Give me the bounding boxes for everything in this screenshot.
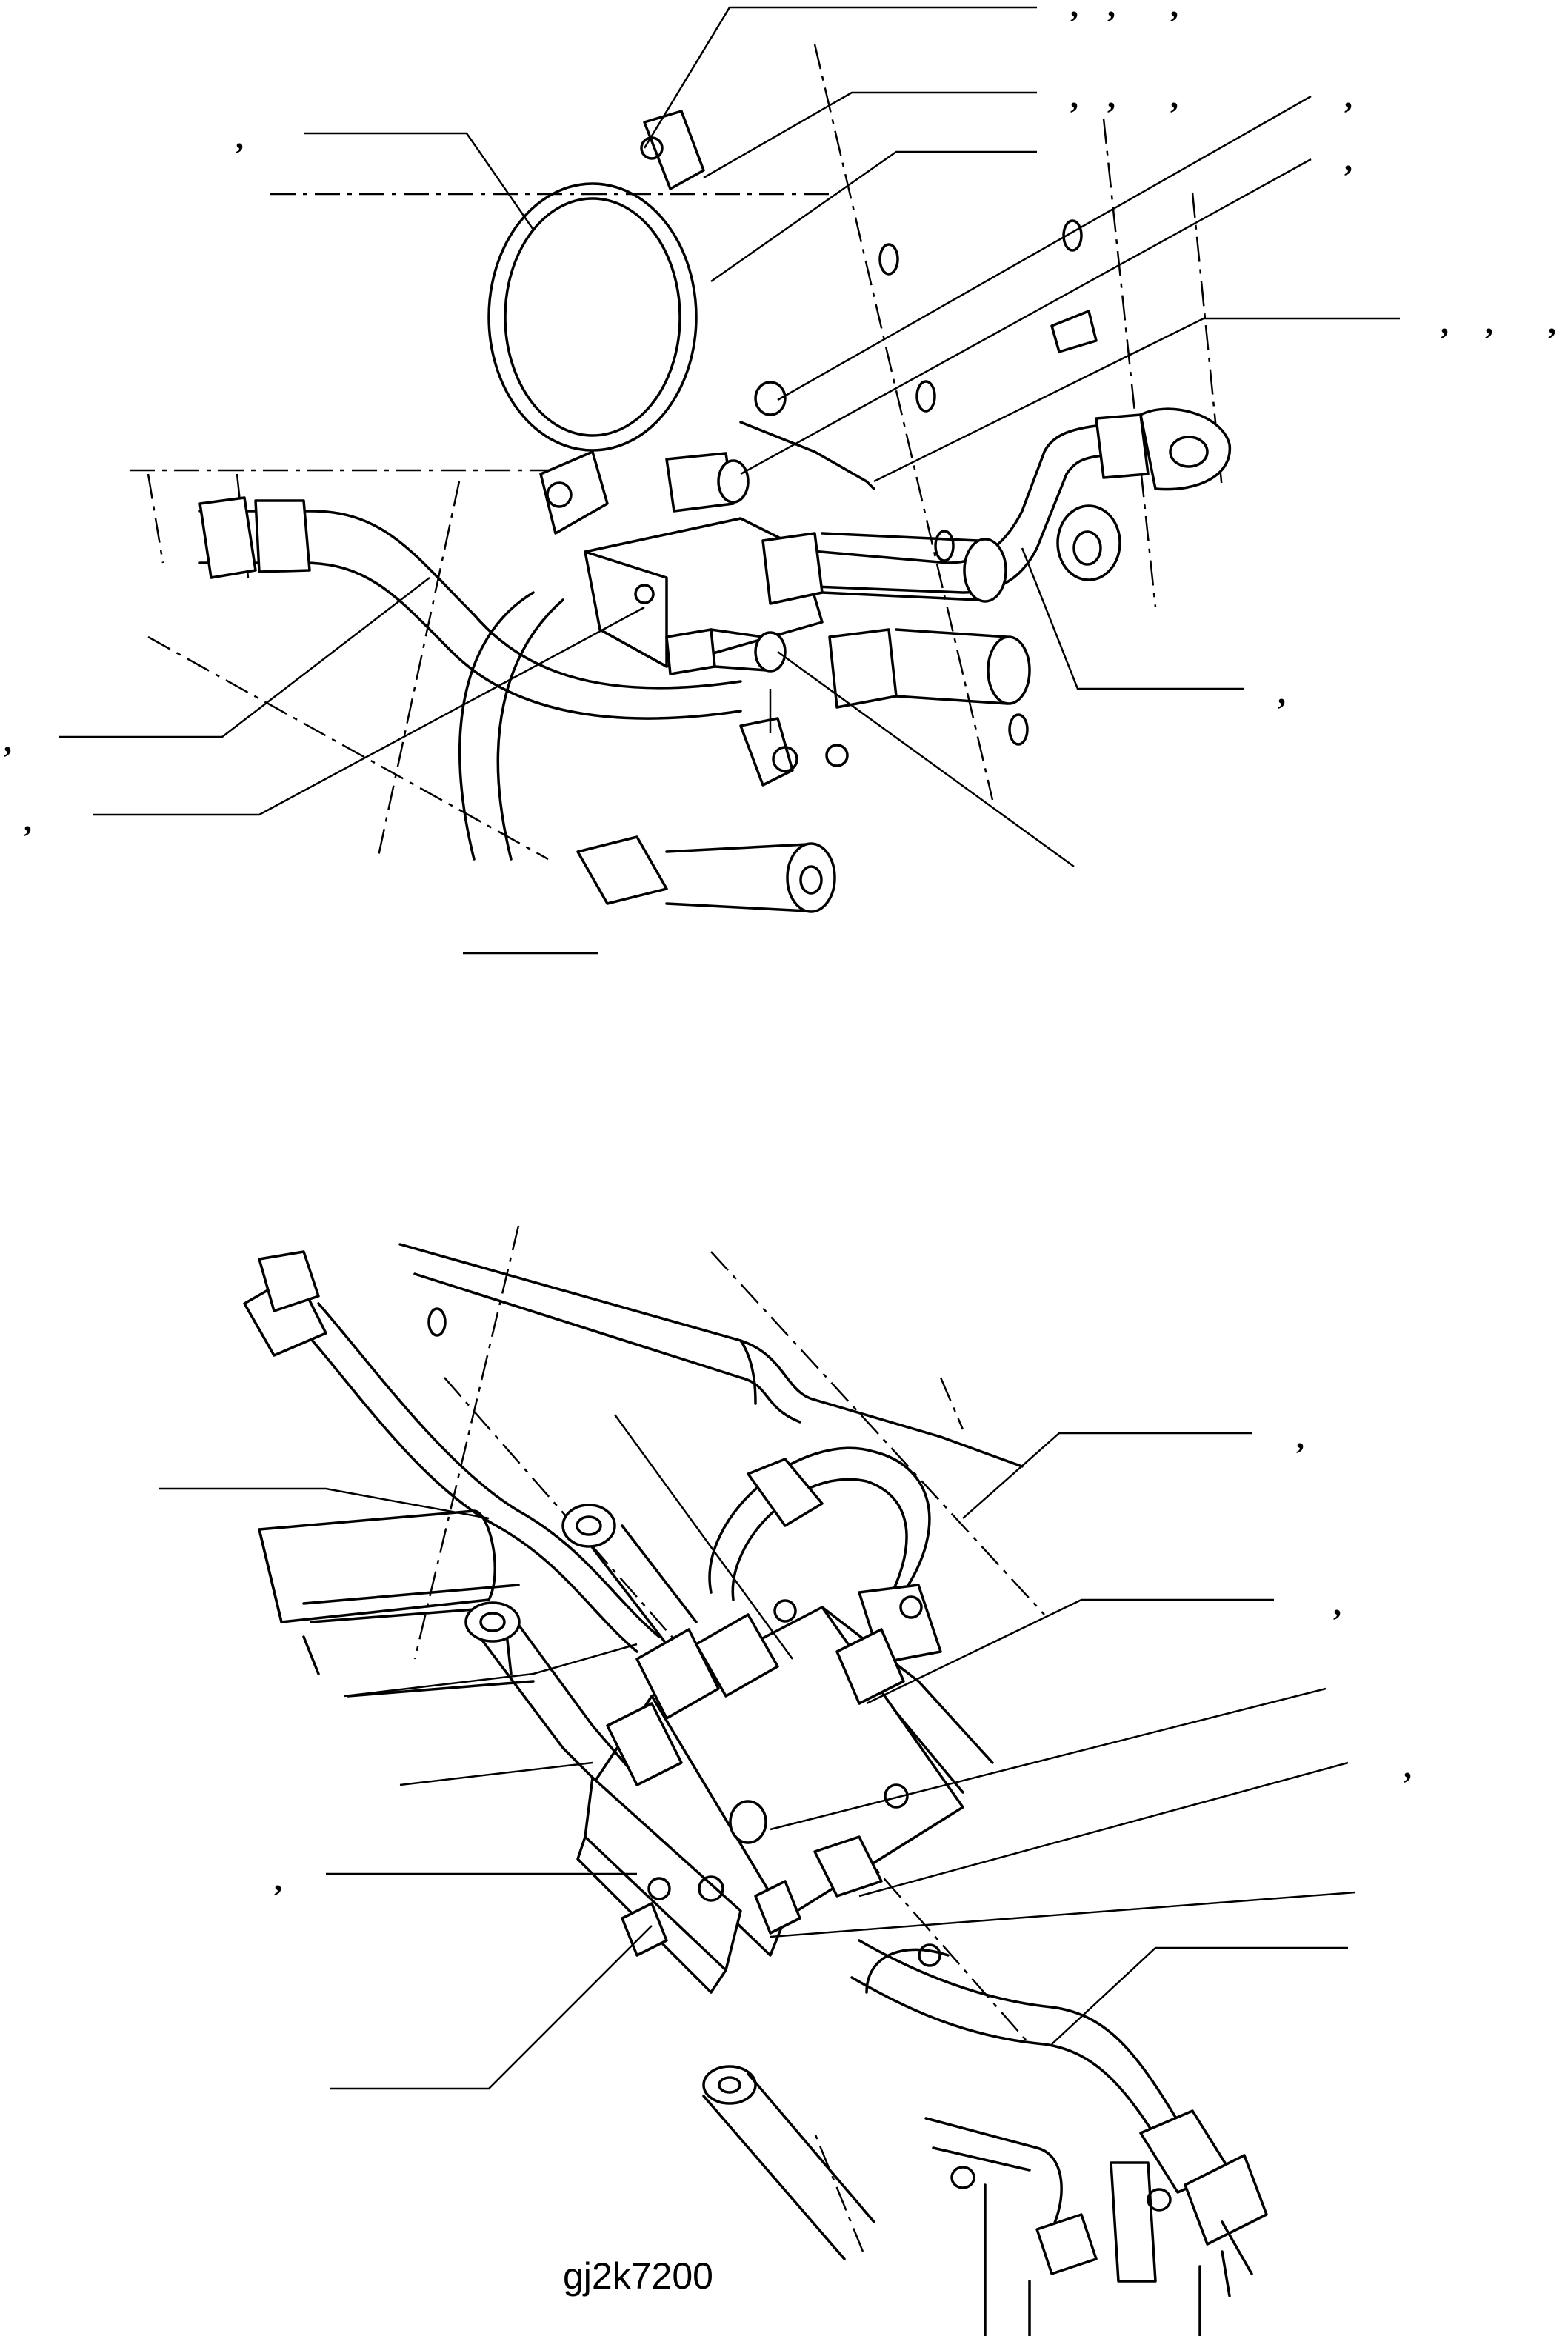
callout-mark: , bbox=[1107, 0, 1115, 24]
lower-bottom-hardware bbox=[427, 1307, 1201, 2336]
upper-callouts: , , , , , , , , , , , , , , , bbox=[4, 0, 1556, 838]
hose-left bbox=[198, 496, 742, 720]
callout-mark: , bbox=[274, 1861, 282, 1898]
centerline bbox=[813, 44, 994, 801]
lower-leaders bbox=[159, 1414, 1356, 2090]
centerline bbox=[939, 1377, 964, 1430]
callout-mark: , bbox=[1344, 141, 1352, 178]
callout-mark: , bbox=[236, 119, 244, 156]
centerline bbox=[413, 1225, 520, 1660]
callout-mark: , bbox=[1333, 1586, 1341, 1622]
lower-hose-right bbox=[850, 1939, 1268, 2297]
callout-mark: , bbox=[1548, 304, 1556, 341]
centerline bbox=[376, 481, 461, 860]
centerline bbox=[1102, 118, 1157, 608]
callout-mark: , bbox=[1278, 675, 1286, 711]
drawing-code: gj2k7200 bbox=[563, 2255, 713, 2297]
callout-mark: , bbox=[1070, 79, 1078, 115]
upper-view: , , , , , , , , , , , , , , , bbox=[4, 0, 1556, 955]
callout-mark: , bbox=[1296, 1419, 1304, 1455]
callout-mark: , bbox=[1170, 79, 1178, 115]
pipe-fittings bbox=[665, 381, 1031, 709]
lower-view: , , , , gj2k7200 bbox=[159, 1225, 1412, 2336]
lower-callouts: , , , , bbox=[274, 1419, 1412, 1898]
callout-mark: , bbox=[1404, 1749, 1412, 1785]
callout-mark: , bbox=[4, 723, 12, 759]
callout-mark: , bbox=[1070, 0, 1078, 24]
callout-mark: , bbox=[1441, 304, 1449, 341]
callout-mark: , bbox=[1344, 79, 1352, 115]
centerline bbox=[147, 635, 549, 861]
centerline bbox=[147, 473, 164, 564]
manifold-block bbox=[584, 517, 824, 668]
centerline bbox=[710, 1251, 1045, 1615]
upper-leaders bbox=[59, 6, 1400, 955]
hose-right bbox=[776, 407, 1232, 594]
lower-fittings-group bbox=[606, 1613, 941, 1967]
centerline bbox=[444, 1377, 1030, 2045]
lower-fittings bbox=[458, 591, 849, 913]
callout-mark: , bbox=[24, 802, 32, 838]
callout-mark: , bbox=[1107, 79, 1115, 115]
centerline bbox=[813, 2132, 864, 2252]
centerline bbox=[1191, 192, 1224, 490]
plate-holes bbox=[878, 219, 1098, 746]
pipe-clamp bbox=[487, 110, 705, 535]
lower-tubes bbox=[243, 1250, 994, 1794]
callout-mark: , bbox=[1485, 304, 1493, 341]
callout-mark: , bbox=[1170, 0, 1178, 24]
